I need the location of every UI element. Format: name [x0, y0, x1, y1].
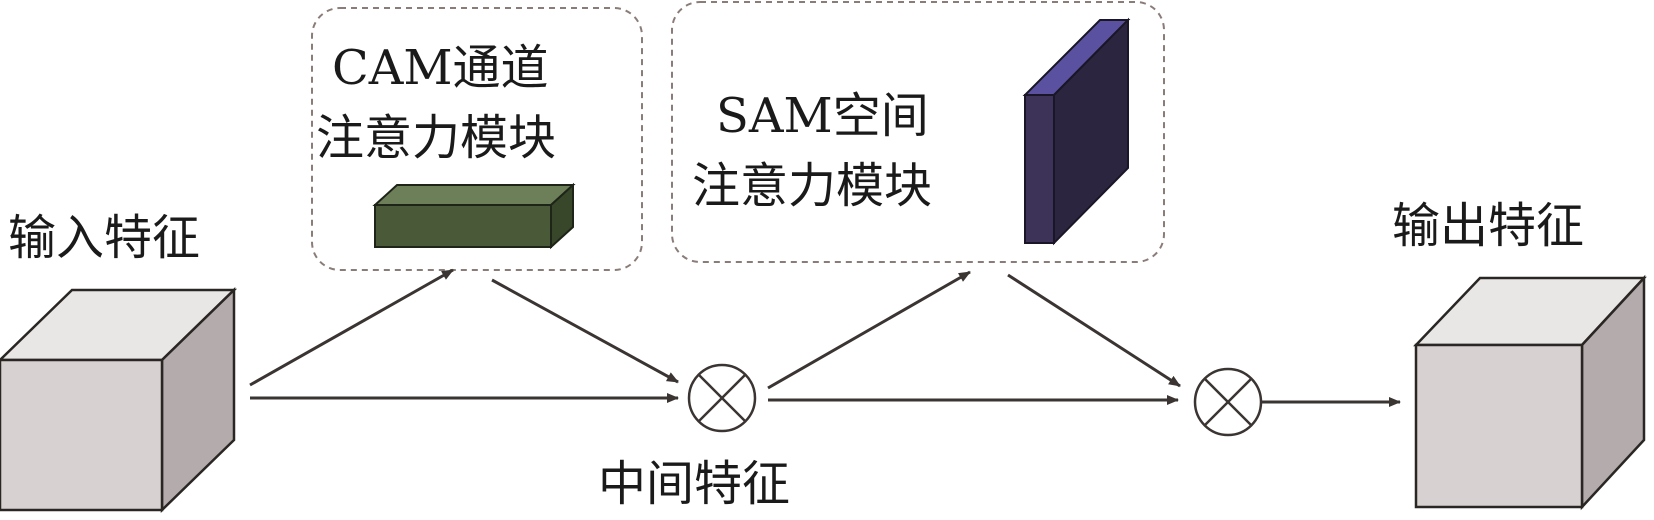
arrow-cam-to-mult1: [491, 278, 679, 384]
arrow-sam-to-mult2: [1007, 273, 1181, 388]
multiply-icon-2: [1193, 367, 1263, 437]
cam-module-title-line1: CAM通道: [332, 40, 549, 96]
cam-module-box: [311, 7, 643, 271]
cam-module-title-line2: 注意力模块: [316, 110, 557, 166]
multiply-icon-1: [687, 363, 757, 433]
output-feature-label: 输出特征: [1392, 198, 1585, 254]
arrow-input-to-cam: [249, 268, 454, 387]
sam-module-title-line1: SAM空间: [716, 88, 929, 144]
input-feature-label: 输入特征: [8, 210, 201, 266]
cam-channel-block: [372, 182, 576, 250]
arrow-mult1-to-sam: [767, 270, 971, 390]
output-feature-cube: [1413, 274, 1647, 511]
sam-module-box: [671, 1, 1165, 263]
input-feature-cube: [0, 287, 238, 513]
arrows: [249, 268, 1401, 407]
sam-spatial-block: [1022, 17, 1131, 246]
sam-module-title-line2: 注意力模块: [692, 158, 933, 214]
intermediate-feature-label: 中间特征: [598, 456, 791, 512]
